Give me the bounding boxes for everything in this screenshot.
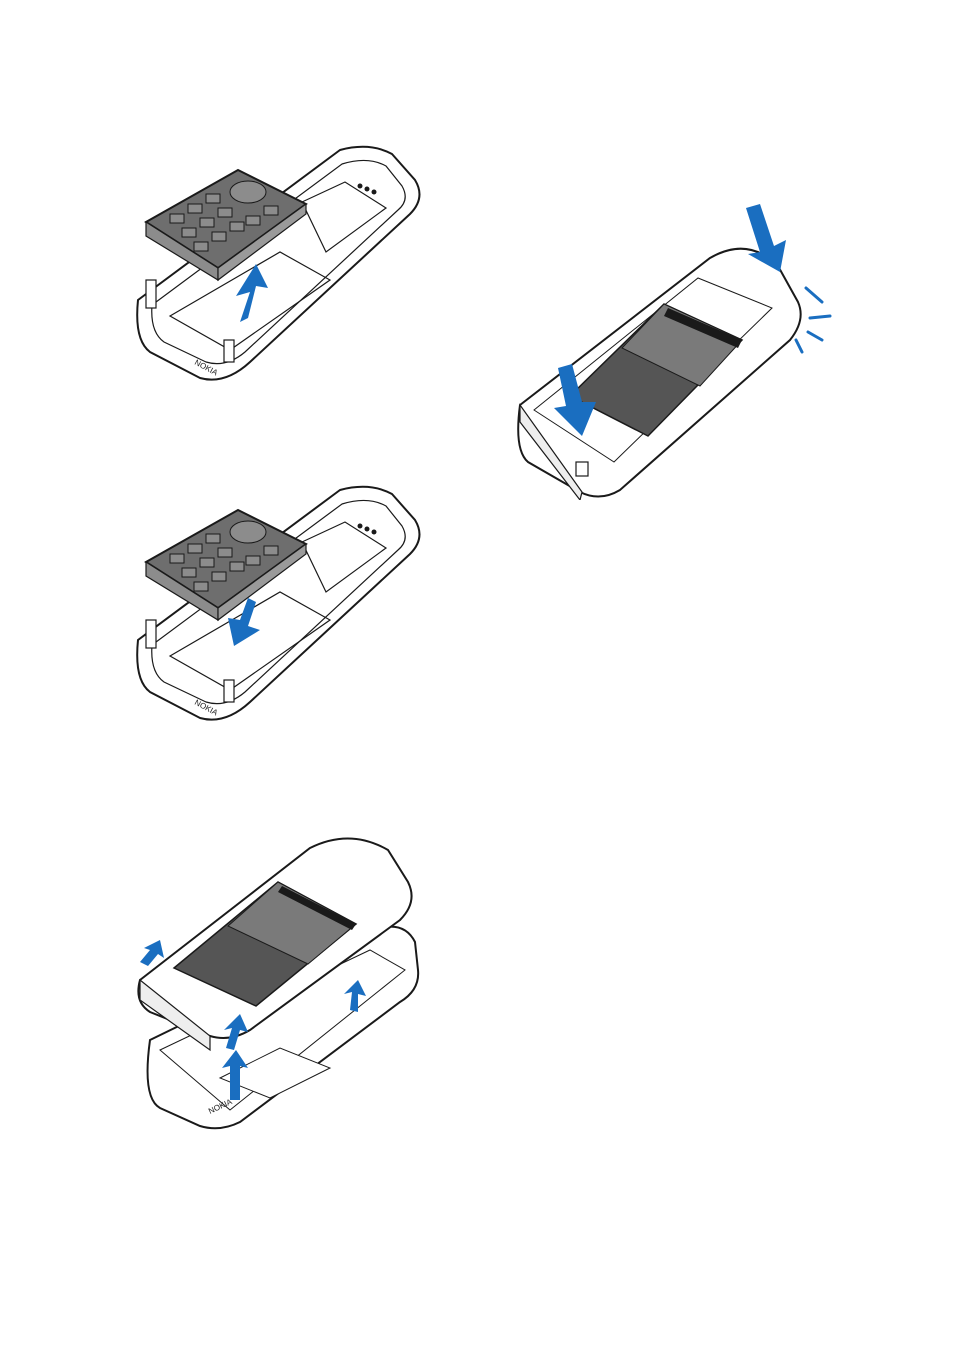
fig-front-cover-removal: NOKIA [130,830,430,1130]
fig-keymat-removal: NOKIA [130,140,440,390]
fig-front-cover-attach [510,200,840,500]
fig-keymat-insertion: NOKIA [130,480,440,730]
